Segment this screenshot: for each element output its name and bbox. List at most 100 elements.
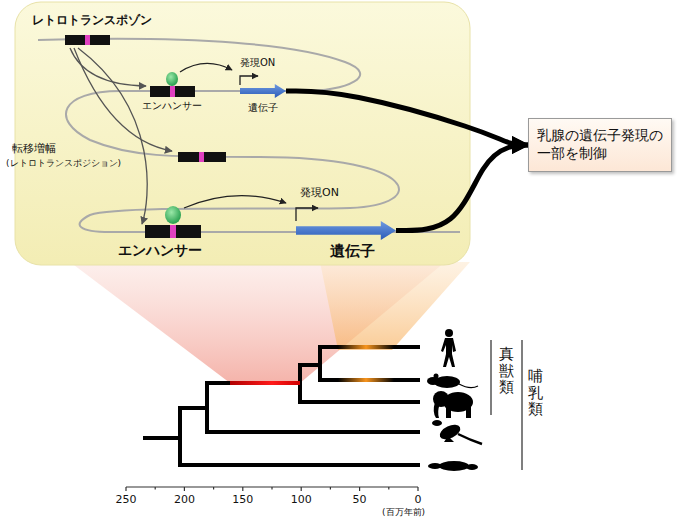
axis-tick-label: 0 (415, 493, 422, 506)
platypus-silhouette (439, 461, 469, 471)
tree-branch (145, 436, 180, 440)
human-silhouette (441, 329, 456, 367)
expression-label: 発現ON (240, 57, 275, 69)
process-label: 転移増幅 (12, 142, 56, 155)
gene-shape (240, 84, 286, 98)
tree-branch (178, 408, 182, 465)
clade-bracket (521, 340, 523, 470)
tree-branch (180, 406, 207, 410)
promoter-arrow (240, 76, 258, 85)
time-axis (242, 487, 243, 491)
result-box: 乳腺の遺伝子発現の一部を制御 (528, 118, 672, 172)
time-axis (388, 487, 389, 490)
orange-branch (338, 378, 394, 382)
transposition-arrows (70, 48, 172, 224)
red-branch (230, 381, 300, 385)
tree-branch (207, 430, 418, 434)
retrotransposon (170, 225, 176, 238)
gene-label: 遺伝子 (330, 242, 375, 261)
platypus-silhouette (428, 463, 442, 469)
promoter-arrow (296, 208, 318, 221)
process-label: (レトロトランスポジション) (6, 158, 121, 169)
expression-label: 発現ON (300, 186, 339, 199)
chromosome-line (38, 39, 460, 232)
yellow-panel (15, 2, 470, 265)
retrotransposon (145, 225, 201, 238)
mouse-silhouette (427, 377, 439, 385)
box-text: 乳腺の遺伝子発現の一部を制御 (537, 127, 663, 163)
retrotransposon (170, 86, 175, 97)
elephant-silhouette (434, 402, 440, 418)
time-axis (155, 487, 156, 490)
time-axis (126, 487, 418, 491)
binding-factor (166, 72, 178, 86)
activation-arrows (180, 63, 318, 221)
kangaroo-silhouette (432, 420, 482, 444)
kangaroo-silhouette (437, 422, 462, 442)
time-axis (417, 487, 418, 491)
axis-tick-label: 250 (116, 493, 137, 506)
control-arrow (396, 145, 528, 231)
retrotransposon (178, 152, 226, 162)
tree-branch (320, 345, 418, 349)
gene-shape (296, 221, 396, 240)
tree-branch (207, 381, 230, 385)
orange-branch (338, 345, 394, 349)
tree-branch (205, 383, 209, 432)
retrotransposon (145, 225, 201, 238)
time-axis (184, 487, 185, 491)
human-silhouette (441, 338, 456, 367)
activation-arrow (180, 63, 232, 72)
orange-fan (320, 262, 470, 350)
gene-label: 遺伝子 (248, 101, 278, 115)
time-axis (301, 487, 302, 491)
elephant-silhouette (466, 406, 471, 418)
retrotransposon (150, 86, 195, 97)
phylogenetic-tree (145, 347, 418, 465)
mouse-silhouette (427, 374, 478, 389)
elephant-silhouette (433, 391, 473, 418)
time-axis (359, 487, 360, 491)
gene-arrow: 遺伝子 (296, 221, 396, 240)
axis-tick-label: 100 (291, 493, 312, 506)
time-axis (126, 487, 418, 491)
time-axis (271, 487, 272, 490)
enhancer-label: エンハンサー (142, 100, 202, 112)
retrotransposon (65, 35, 110, 45)
retrotransposon (199, 152, 204, 162)
tree-branch (320, 378, 418, 382)
retrotransposon (85, 35, 90, 45)
clade-label: 哺乳類 (528, 368, 543, 418)
clade-bracket (490, 340, 492, 415)
axis-tick-label: 150 (232, 493, 253, 506)
retrotransposon (178, 152, 226, 162)
retrotransposon (65, 35, 110, 45)
kangaroo-silhouette (444, 436, 454, 442)
axis-tick-label: 200 (174, 493, 195, 506)
activation-arrow (184, 196, 286, 208)
kangaroo-silhouette (458, 434, 482, 444)
tree-branch (180, 463, 418, 467)
enhancer-label: エンハンサー (118, 242, 202, 259)
axis-unit: (百万年前) (382, 507, 425, 518)
time-axis (213, 487, 214, 490)
mouse-silhouette (434, 374, 439, 379)
tree-branch (318, 347, 322, 380)
time-axis (330, 487, 331, 490)
binding-factor (165, 206, 181, 224)
gene-arrow-shape (240, 84, 286, 98)
retrotransposon (150, 86, 195, 97)
time-axis (125, 487, 126, 491)
gene-arrow: 遺伝子 (240, 84, 286, 98)
mouse-silhouette (459, 384, 478, 388)
tree-branch (300, 400, 418, 404)
clade-label: 真獣類 (499, 346, 514, 396)
gene-arrow-shape (296, 221, 396, 240)
platypus-silhouette (428, 461, 478, 471)
element-label: レトロトランスポゾン (32, 13, 152, 27)
transposition-arrow (78, 48, 147, 224)
kangaroo-silhouette (432, 420, 442, 426)
